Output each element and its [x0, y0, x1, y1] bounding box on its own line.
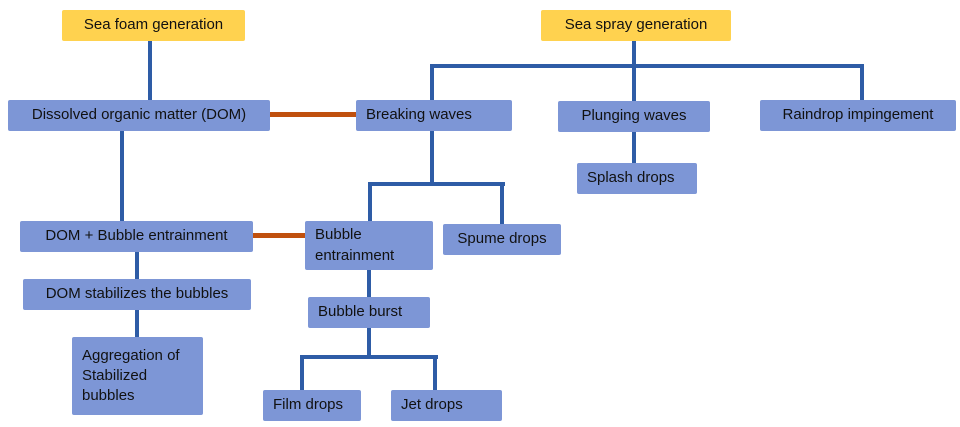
node-sea-spray-generation: Sea spray generation [541, 10, 731, 41]
connector-breaking-stub [430, 131, 434, 186]
connector-plunging-splash [632, 132, 636, 163]
connector-dombubble-entrainment [253, 233, 305, 238]
connector-seafoam-dom [148, 40, 152, 100]
connector-dombubble-stabilizes [135, 252, 139, 279]
connector-dom-breakingwaves [270, 112, 356, 117]
connector-breaking-branch [368, 182, 505, 186]
node-bubble-burst: Bubble burst [308, 297, 430, 328]
node-breaking-waves: Breaking waves [356, 100, 512, 131]
node-aggregation-stabilized-bubbles: Aggregation of Stabilized bubbles [72, 337, 203, 415]
node-plunging-waves: Plunging waves [558, 101, 710, 132]
node-spume-drops: Spume drops [443, 224, 561, 255]
node-raindrop-impingement: Raindrop impingement [760, 100, 956, 131]
connector-branch-raindrop [860, 64, 864, 100]
connector-stabilizes-aggregation [135, 310, 139, 337]
node-dom-stabilizes-bubbles: DOM stabilizes the bubbles [23, 279, 251, 310]
connector-branch-jetdrops [433, 355, 437, 390]
connector-entrainment-burst [367, 270, 371, 297]
node-bubble-entrainment: Bubble entrainment [305, 221, 433, 270]
connector-branch-plungingwaves [632, 64, 636, 101]
connector-seaspray-stub [632, 40, 636, 66]
connector-branch-spumedrops [500, 182, 504, 224]
connector-burst-branch [300, 355, 438, 359]
connector-branch-bubbleentrainment [368, 182, 372, 221]
node-sea-foam-generation: Sea foam generation [62, 10, 245, 41]
node-jet-drops: Jet drops [391, 390, 502, 421]
connector-branch-breakingwaves [430, 64, 434, 100]
node-splash-drops: Splash drops [577, 163, 697, 194]
node-dom-bubble-entrainment: DOM + Bubble entrainment [20, 221, 253, 252]
connector-spray-branch [430, 64, 864, 68]
connector-dom-dombubble [120, 131, 124, 221]
connector-burst-stub [367, 328, 371, 358]
node-film-drops: Film drops [263, 390, 361, 421]
connector-branch-filmdrops [300, 355, 304, 390]
node-dissolved-organic-matter: Dissolved organic matter (DOM) [8, 100, 270, 131]
